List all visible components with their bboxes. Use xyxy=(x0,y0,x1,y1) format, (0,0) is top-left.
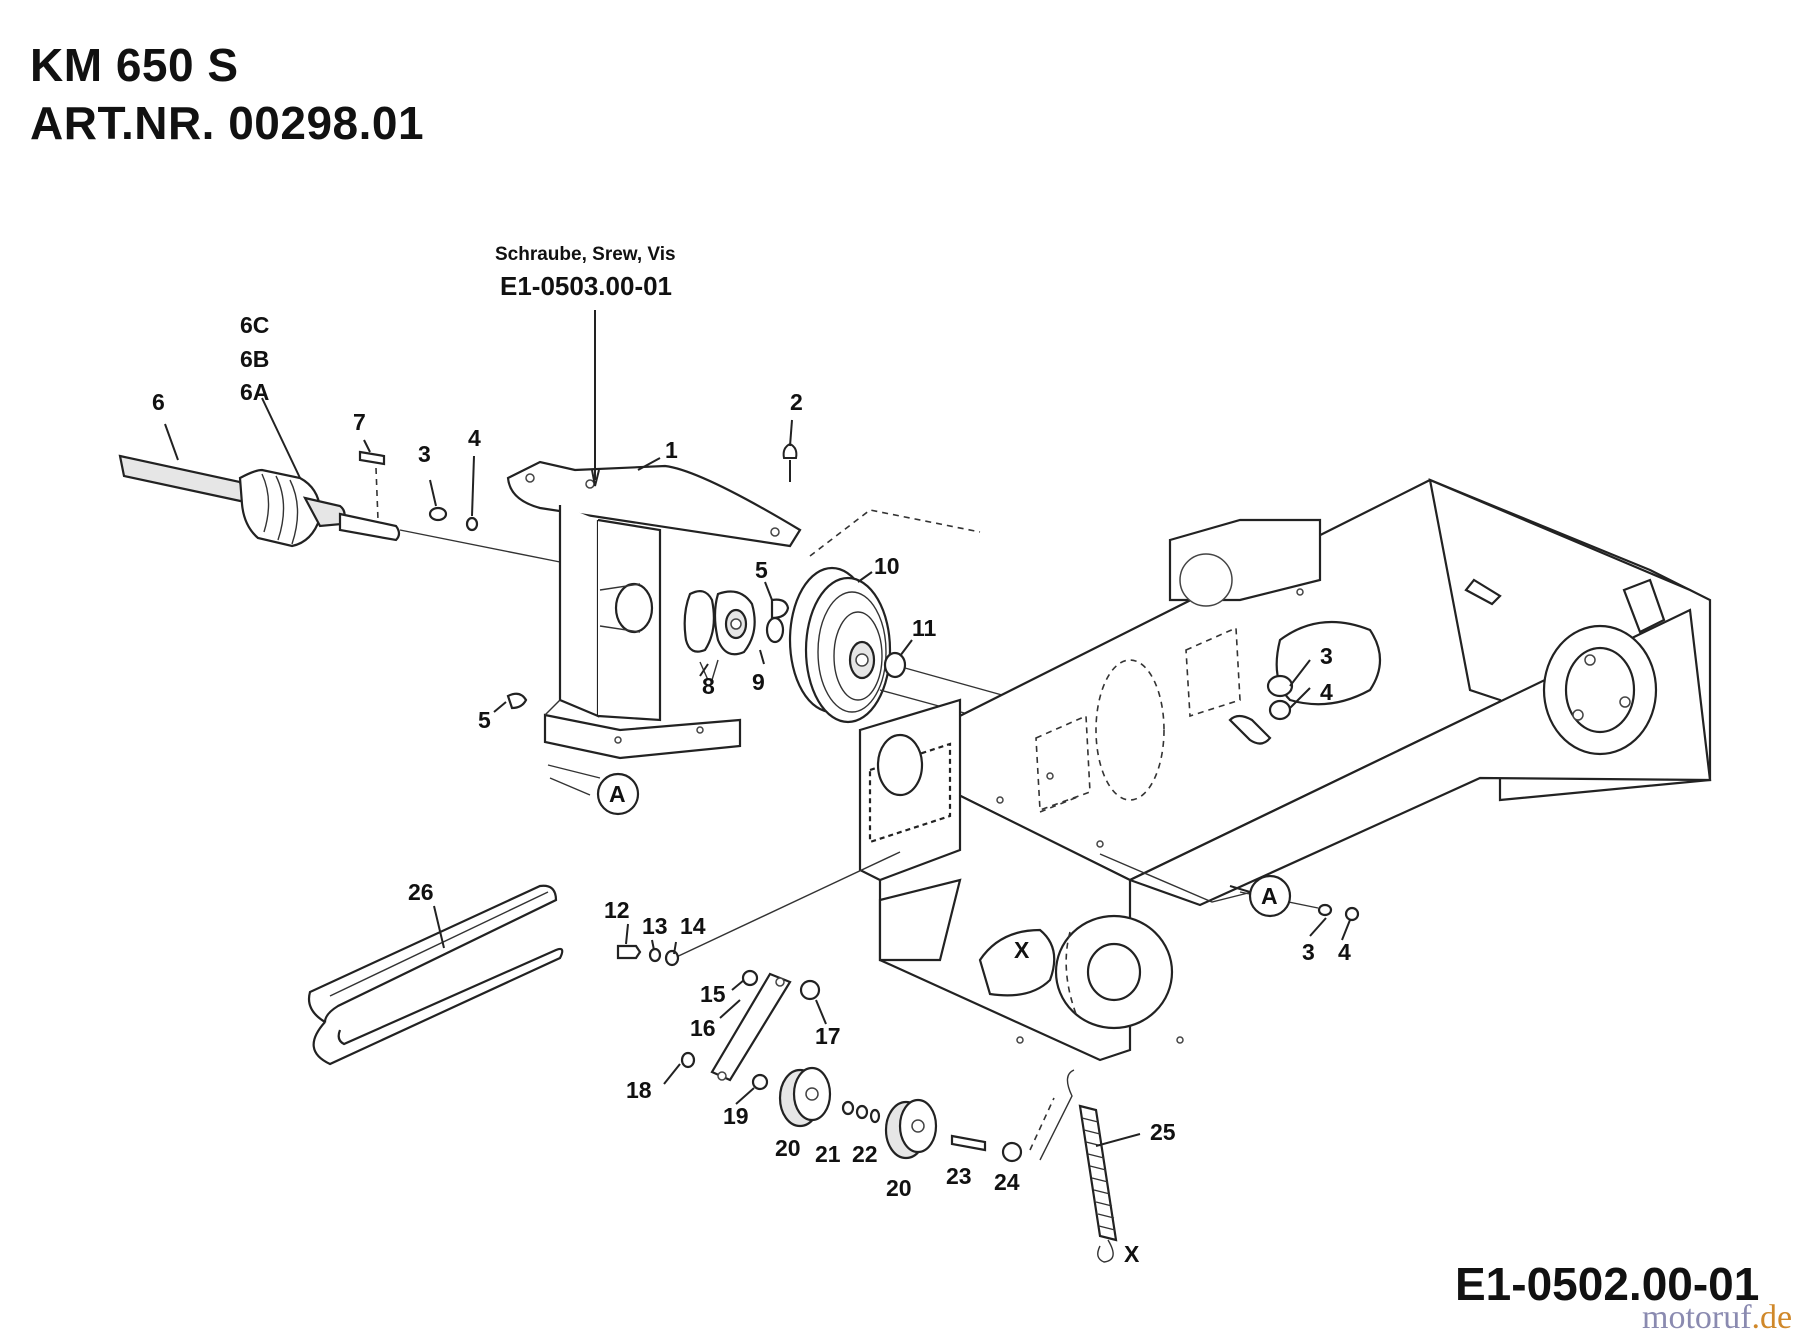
label-9: 9 xyxy=(752,669,765,695)
label-17: 17 xyxy=(815,1023,841,1049)
washer-13 xyxy=(648,947,662,963)
screw-reference: E1-0503.00-01 xyxy=(500,271,672,301)
gear-housing xyxy=(809,478,1712,1062)
label-5-left: 5 xyxy=(478,707,491,733)
watermark: motoruf.de xyxy=(1642,1299,1792,1336)
nut-4c xyxy=(1344,906,1360,922)
drawing-number: E1-0502.00-01 xyxy=(1455,1258,1759,1310)
leader-lines xyxy=(164,310,1351,1147)
label-3-frame: 3 xyxy=(1320,643,1333,669)
pulley xyxy=(788,566,892,724)
key xyxy=(358,450,386,466)
label-4: 4 xyxy=(468,425,481,451)
label-14: 14 xyxy=(680,913,706,939)
label-21: 21 xyxy=(815,1141,841,1167)
label-20-right: 20 xyxy=(886,1175,912,1201)
ring-11 xyxy=(883,651,907,679)
label-5-right: 5 xyxy=(755,557,768,583)
washer-3 xyxy=(428,506,448,522)
washer-9 xyxy=(765,616,785,644)
ref-a-label: A xyxy=(609,781,626,807)
label-6: 6 xyxy=(152,389,165,415)
label-19: 19 xyxy=(723,1103,749,1129)
bolt-5b xyxy=(506,692,528,710)
label-13: 13 xyxy=(642,913,668,939)
label-24: 24 xyxy=(994,1169,1020,1195)
mark-x-housing: X xyxy=(1014,937,1030,963)
bracket xyxy=(506,460,802,760)
nut-4 xyxy=(465,516,479,532)
bolt-5 xyxy=(770,598,790,620)
label-16: 16 xyxy=(690,1015,716,1041)
label-3: 3 xyxy=(418,441,431,467)
label-8: 8 xyxy=(702,673,715,699)
idler-arm xyxy=(680,969,821,1091)
label-4-lower: 4 xyxy=(1338,939,1351,965)
label-22: 22 xyxy=(852,1141,878,1167)
drive-shaft xyxy=(118,454,401,548)
label-18: 18 xyxy=(626,1077,652,1103)
label-26: 26 xyxy=(408,879,434,905)
screw-note: Schraube, Srew, Vis xyxy=(495,244,676,265)
ref-a-label-2: A xyxy=(1261,883,1278,909)
screw-12 xyxy=(616,944,642,960)
label-23: 23 xyxy=(946,1163,972,1189)
washer-14 xyxy=(664,949,680,967)
label-3-lower: 3 xyxy=(1302,939,1315,965)
spring xyxy=(1039,1069,1118,1263)
label-4-frame: 4 xyxy=(1320,679,1333,705)
label-1: 1 xyxy=(665,437,678,463)
article-number: ART.NR. 00298.01 xyxy=(30,97,425,149)
model-title: KM 650 S xyxy=(30,39,239,91)
label-25: 25 xyxy=(1150,1119,1176,1145)
ref-a-circle-2 xyxy=(1248,874,1292,918)
label-6b: 6B xyxy=(240,346,269,372)
label-12: 12 xyxy=(604,897,630,923)
bearing-flange xyxy=(683,589,756,656)
label-7: 7 xyxy=(353,409,366,435)
label-11: 11 xyxy=(912,615,937,641)
label-2: 2 xyxy=(790,389,803,415)
label-6c: 6C xyxy=(240,312,269,338)
washer-3c xyxy=(1317,903,1333,917)
label-15: 15 xyxy=(700,981,726,1007)
label-20-left: 20 xyxy=(775,1135,801,1161)
label-6a: 6A xyxy=(240,379,269,405)
label-10: 10 xyxy=(874,553,900,579)
mark-x-spring: X xyxy=(1124,1241,1140,1267)
ref-a-circle xyxy=(596,772,640,816)
v-belt xyxy=(307,884,564,1066)
idler-pulley xyxy=(778,1066,1023,1163)
